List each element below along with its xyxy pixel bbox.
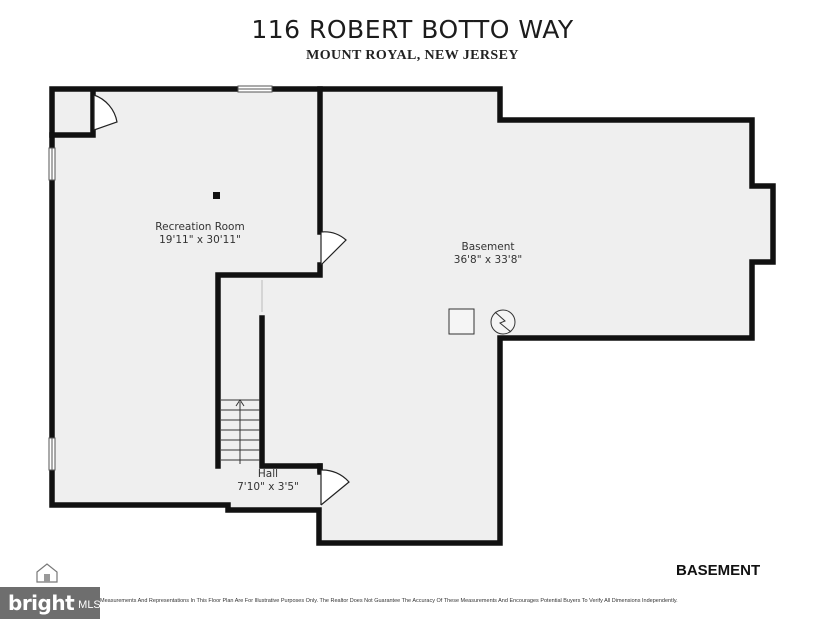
stair-arrow-head [235,399,245,407]
property-location-subtitle: MOUNT ROYAL, NEW JERSEY [306,48,519,63]
support-column [213,192,220,199]
water-heater-icon [490,309,516,335]
doors [93,94,350,506]
house-logo-icon [36,563,58,583]
door-closet [93,94,118,131]
bright-logo-word: bright [8,591,75,615]
room-hall-dimensions: 7'10" x 3'5" [237,481,299,493]
room-recreation-dimensions: 19'11" x 30'11" [159,234,241,246]
room-basement-name: Basement [461,241,515,253]
walls [49,86,776,546]
room-hall-name: Hall [257,468,279,480]
floor-area [52,90,773,543]
stairs [221,399,260,464]
room-basement-dimensions: 36'8" x 33'8" [453,254,523,266]
room-recreation-name: Recreation Room [155,221,245,233]
sump-square [448,308,475,335]
bright-logo-mls: MLS [78,598,101,611]
room-basement: Basement 36'8" x 33'8" [408,241,568,267]
room-recreation: Recreation Room 19'11" x 30'11" [120,221,280,247]
bright-mls-badge: bright MLS [0,587,101,619]
windows [48,85,273,471]
door-hall [320,469,350,506]
floor-level-label: BASEMENT [676,562,761,579]
property-address-title: 116 ROBERT BOTTO WAY [251,15,574,44]
room-hall: Hall 7'10" x 3'5" [218,468,318,494]
door-recreation [320,231,347,266]
disclaimer-text: Measurements And Representations In This… [100,598,678,604]
